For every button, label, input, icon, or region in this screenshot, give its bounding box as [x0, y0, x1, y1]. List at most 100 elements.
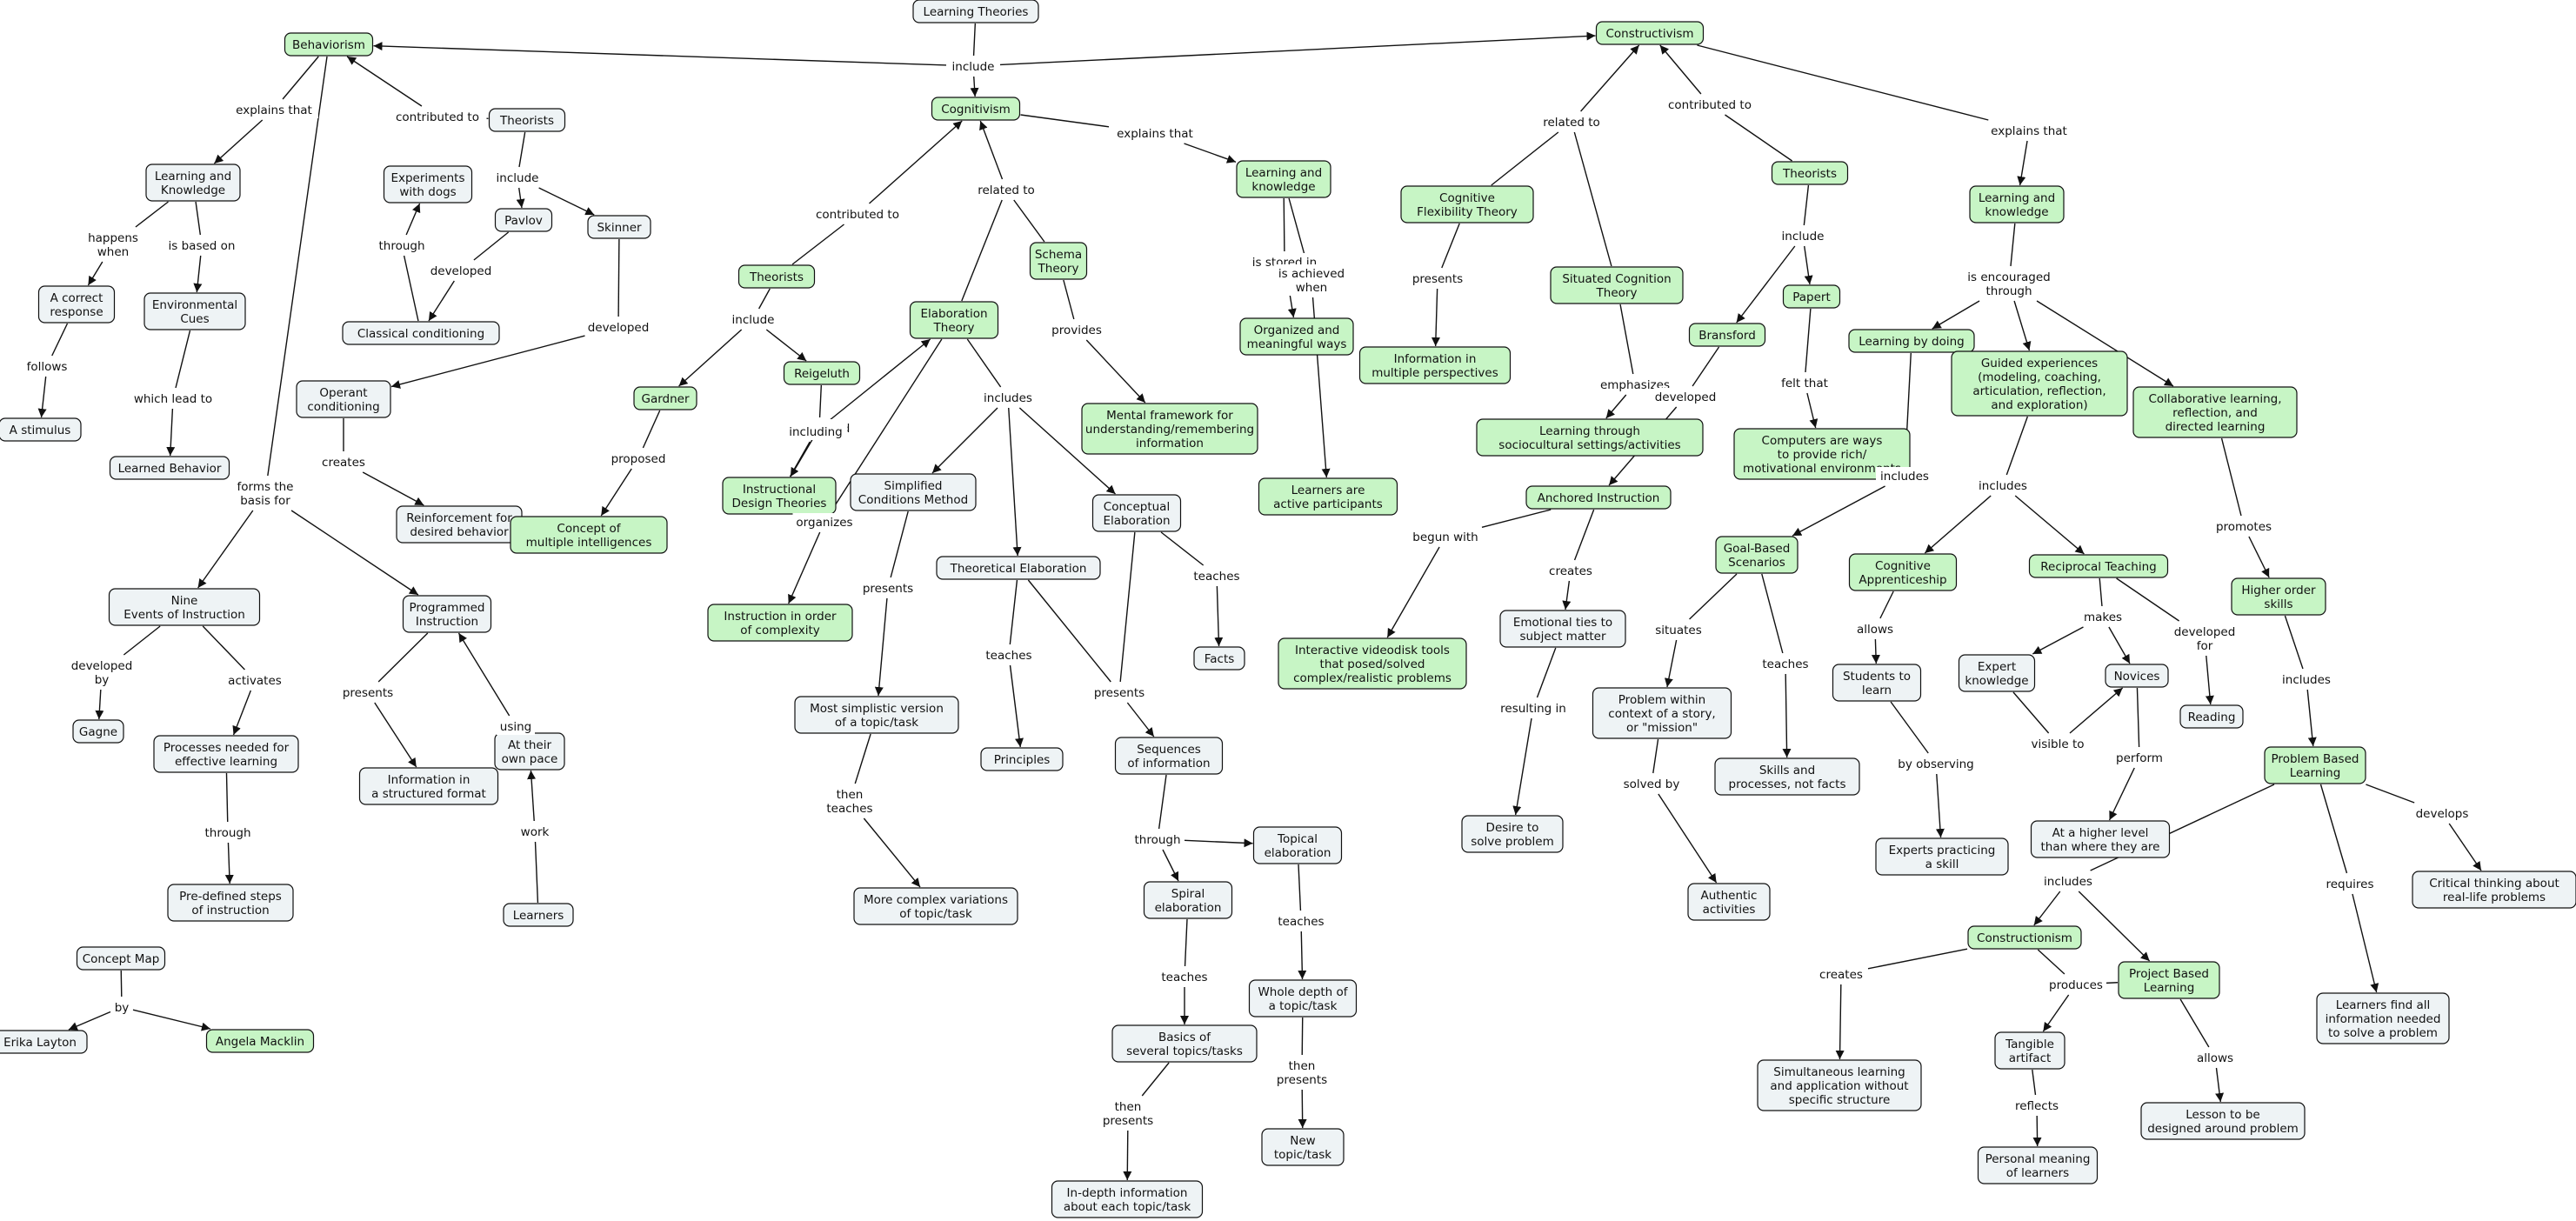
concept-beh[interactable]: Behaviorism: [284, 32, 374, 57]
concept-c-theoretical[interactable]: Theoretical Elaboration: [936, 556, 1101, 580]
concept-b-gagne[interactable]: Gagne: [72, 719, 124, 744]
concept-k-papert[interactable]: Papert: [1782, 284, 1841, 309]
concept-cm[interactable]: Concept Map: [76, 946, 166, 971]
concept-angela[interactable]: Angela Macklin: [205, 1029, 315, 1053]
concept-text-line-1: Learned Behavior: [118, 462, 222, 476]
concept-b-info-struct[interactable]: Information ina structured format: [358, 767, 499, 805]
concept-b-pavlov[interactable]: Pavlov: [494, 208, 553, 232]
concept-k-constructionism[interactable]: Constructionism: [1967, 925, 2082, 950]
concept-lt[interactable]: Learning Theories: [912, 0, 1039, 23]
concept-c-gardner[interactable]: Gardner: [633, 386, 697, 410]
concept-b-classical[interactable]: Classical conditioning: [342, 321, 500, 345]
concept-k-reciprocal[interactable]: Reciprocal Teaching: [2028, 554, 2169, 578]
concept-b-skinner[interactable]: Skinner: [587, 215, 651, 239]
concept-c-theorists[interactable]: Theorists: [737, 264, 816, 289]
concept-erika[interactable]: Erika Layton: [0, 1030, 88, 1054]
link-bg: [1273, 264, 1350, 296]
concept-k-bransford[interactable]: Bransford: [1688, 323, 1766, 347]
connector-71: [600, 468, 632, 517]
concept-c-principles[interactable]: Principles: [980, 747, 1064, 771]
concept-k-anchored[interactable]: Anchored Instruction: [1525, 485, 1672, 510]
concept-k-novices[interactable]: Novices: [2105, 664, 2169, 688]
concept-box: [1782, 284, 1841, 309]
concept-b-learners[interactable]: Learners: [503, 903, 574, 927]
concept-k-doing[interactable]: Learning by doing: [1848, 329, 1975, 353]
concept-k-reading[interactable]: Reading: [2179, 704, 2244, 729]
concept-cog[interactable]: Cognitivism: [931, 97, 1021, 121]
concept-c-facts[interactable]: Facts: [1193, 646, 1245, 671]
concept-text-line-2: artifact: [2009, 1051, 2052, 1065]
concept-text-line-1: Anchored Instruction: [1538, 491, 1660, 505]
concept-c-mental[interactable]: Mental framework forunderstanding/rememb…: [1081, 403, 1258, 455]
concept-c-whole[interactable]: Whole depth ofa topic/task: [1248, 979, 1358, 1018]
concept-text-line-2: Theory: [1038, 262, 1079, 276]
concept-text-line-2: skills: [2264, 597, 2292, 611]
concept-c-reigeluth[interactable]: Reigeluth: [783, 361, 861, 385]
concept-b-theorists[interactable]: Theorists: [488, 108, 566, 132]
concept-b-stimulus[interactable]: A stimulus: [0, 417, 82, 442]
concept-k-theorists[interactable]: Theorists: [1771, 161, 1849, 185]
concept-con[interactable]: Constructivism: [1595, 21, 1705, 45]
concept-b-learned[interactable]: Learned Behavior: [109, 456, 230, 480]
concept-k-guided[interactable]: Guided experiences(modeling, coaching,ar…: [1951, 350, 2128, 417]
connector-156: [2078, 891, 2151, 962]
concept-k-collab[interactable]: Collaborative learning,reflection, anddi…: [2132, 386, 2298, 438]
